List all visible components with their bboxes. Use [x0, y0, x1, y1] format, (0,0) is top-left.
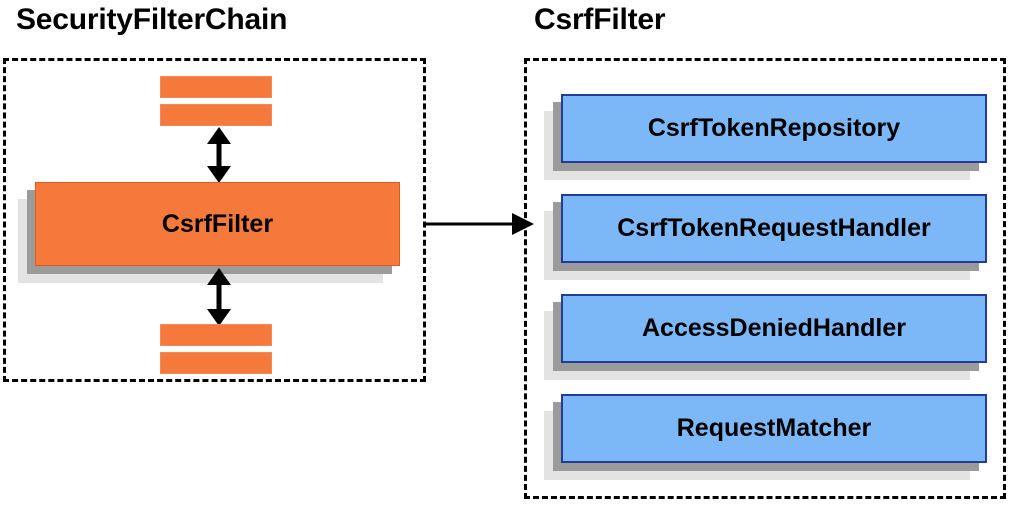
collaborator-card-requestmatcher[interactable]: RequestMatcher	[544, 394, 987, 480]
arrow-above-csrffilter	[204, 127, 234, 183]
arrow-stem	[216, 137, 222, 173]
arrow-head-up-icon	[207, 127, 231, 144]
arrow-head-up-icon	[207, 268, 231, 285]
arrow-below-csrffilter	[204, 268, 234, 326]
arrow-stem	[424, 222, 516, 226]
csrffilter-expansion-arrow	[424, 213, 534, 235]
collaborator-label: AccessDeniedHandler	[641, 314, 906, 342]
card-face: CsrfTokenRequestHandler	[561, 194, 987, 263]
collaborator-card-accessdeniedhandler[interactable]: AccessDeniedHandler	[544, 294, 987, 380]
collaborator-label: CsrfTokenRepository	[647, 114, 901, 142]
filter-bar-below-2	[160, 352, 272, 374]
arrow-stem	[216, 278, 222, 316]
csrffilter-detail-container	[524, 58, 1006, 499]
card-face: RequestMatcher	[561, 394, 987, 463]
filter-bar-above-2	[160, 104, 272, 126]
card-face: CsrfFilter	[35, 182, 400, 266]
collaborator-card-csrftokenrepository[interactable]: CsrfTokenRepository	[544, 94, 987, 180]
card-face: CsrfTokenRepository	[561, 94, 987, 163]
collaborator-label: RequestMatcher	[676, 414, 872, 442]
arrow-head-down-icon	[207, 309, 231, 326]
left-panel-title: SecurityFilterChain	[16, 3, 288, 36]
security-filter-chain-container	[3, 58, 426, 382]
right-panel-title: CsrfFilter	[534, 3, 666, 36]
filter-bar-above-1	[160, 76, 272, 98]
arrow-head-down-icon	[207, 166, 231, 183]
csrffilter-label: CsrfFilter	[161, 209, 274, 238]
collaborator-card-csrftokenrequesthandler[interactable]: CsrfTokenRequestHandler	[544, 194, 987, 280]
csrffilter-card[interactable]: CsrfFilter	[18, 182, 400, 283]
card-face: AccessDeniedHandler	[561, 294, 987, 363]
collaborator-label: CsrfTokenRequestHandler	[617, 214, 931, 242]
arrow-head-right-icon	[512, 213, 534, 235]
filter-bar-below-1	[160, 324, 272, 346]
